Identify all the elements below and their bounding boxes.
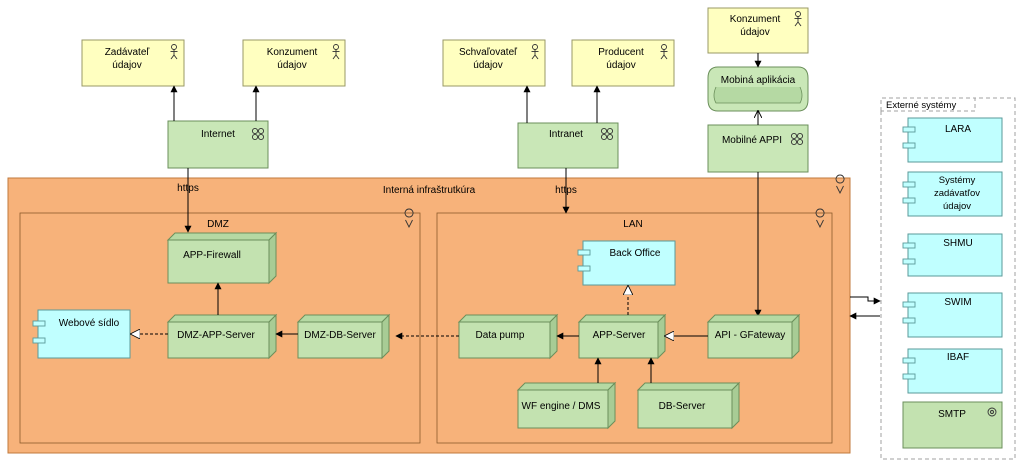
component-icon	[902, 258, 916, 265]
node-dmz-app-server[interactable]: DMZ-APP-Server	[166, 313, 278, 360]
external-systemy[interactable]: Systémy zadávatľov údajov	[902, 171, 1003, 217]
node-app-server[interactable]: APP-Server	[577, 313, 667, 360]
node-label: APP-Server	[593, 330, 646, 341]
external-label: Systémy	[939, 175, 976, 186]
component-icon	[902, 126, 916, 133]
edge-label-https: https	[555, 185, 577, 196]
component-icon	[902, 242, 916, 249]
node-label: APP-Firewall	[183, 250, 241, 261]
actor-zadavatel[interactable]: Zadávateľ údajov	[81, 39, 185, 87]
infrastructure-title: Interná infraštrutkúra	[383, 185, 476, 196]
node-label: API - GFateway	[715, 330, 786, 341]
dmz-title: DMZ	[207, 219, 229, 230]
network-intranet[interactable]: Intranet	[517, 122, 619, 169]
service-icon	[987, 407, 997, 417]
node-label: WF engine / DMS	[522, 401, 601, 412]
location-icon	[404, 208, 414, 229]
svg-text:Konzument: Konzument	[730, 14, 781, 25]
external-lara[interactable]: LARA	[902, 117, 1003, 163]
component-webove-sidlo[interactable]: Webové sídlo	[32, 309, 131, 359]
edge-label-https: https	[177, 183, 199, 194]
component-icon	[902, 373, 916, 380]
component-icon	[902, 181, 916, 188]
external-shmu[interactable]: SHMU	[902, 233, 1003, 277]
svg-text:údajov: údajov	[740, 27, 769, 38]
external-ibaf[interactable]: IBAF	[902, 348, 1003, 394]
component-icon	[902, 142, 916, 149]
external-label: IBAF	[947, 352, 969, 363]
node-api-gateway[interactable]: API - GFateway	[706, 313, 801, 360]
svg-text:údajov: údajov	[606, 60, 635, 71]
svg-text:Producent: Producent	[598, 47, 644, 58]
edge-infra-external	[850, 296, 881, 305]
location-icon	[815, 208, 825, 229]
external-title: Externé systémy	[886, 100, 956, 111]
network-internet[interactable]: Internet	[167, 120, 269, 169]
external-label: SWIM	[944, 297, 971, 308]
node-app-firewall[interactable]: APP-Firewall	[166, 231, 278, 285]
actor-icon	[332, 44, 340, 60]
external-swim[interactable]: SWIM	[902, 292, 1003, 338]
external-label: SMTP	[938, 409, 966, 420]
network-label: Internet	[201, 129, 235, 140]
node-wf-engine[interactable]: WF engine / DMS	[516, 381, 617, 430]
network-mobilne-api[interactable]: Mobilné APPI	[707, 124, 809, 173]
external-label: údajov	[943, 201, 971, 212]
actor-schvalovatel[interactable]: Schvaľovateľ údajov	[442, 39, 546, 87]
lan-title: LAN	[623, 219, 642, 230]
actor-konzument-2[interactable]: Konzument údajov	[707, 7, 809, 54]
svg-text:údajov: údajov	[473, 60, 502, 71]
mobile-app-label: Mobiná aplikácia	[721, 75, 796, 86]
actor-label: údajov	[112, 60, 141, 71]
actor-icon	[531, 44, 539, 60]
node-label: DB-Server	[659, 401, 706, 412]
node-data-pump[interactable]: Data pump	[457, 313, 559, 360]
component-icon	[32, 337, 46, 344]
node-label: Data pump	[476, 330, 525, 341]
actor-producent[interactable]: Producent údajov	[571, 39, 675, 87]
actor-label: Zadávateľ	[105, 47, 151, 58]
dmz-group: DMZ	[19, 208, 421, 444]
location-icon	[835, 174, 845, 195]
component-icon	[902, 357, 916, 364]
svg-text:Schvaľovateľ: Schvaľovateľ	[459, 47, 518, 58]
node-label: DMZ-APP-Server	[177, 330, 255, 341]
network-icon	[600, 127, 614, 141]
actor-icon	[170, 44, 178, 60]
svg-text:Konzument: Konzument	[267, 47, 318, 58]
actor-icon	[794, 11, 802, 27]
component-icon	[577, 265, 591, 272]
component-icon	[32, 320, 46, 327]
external-label: LARA	[945, 124, 971, 135]
component-icon	[902, 301, 916, 308]
lan-group: LAN	[436, 208, 833, 444]
network-label: Mobilné APPI	[722, 135, 782, 146]
node-label: DMZ-DB-Server	[304, 330, 376, 341]
actor-konzument-1[interactable]: Konzument údajov	[242, 39, 346, 87]
component-icon	[577, 249, 591, 256]
component-back-office[interactable]: Back Office	[577, 240, 676, 286]
actor-icon	[660, 44, 668, 60]
external-systems-group: Externé systémy	[880, 97, 1016, 460]
network-label: Intranet	[549, 129, 583, 140]
external-smtp[interactable]: SMTP	[902, 401, 1003, 449]
network-icon	[251, 127, 265, 141]
component-label: Webové sídlo	[59, 318, 120, 329]
node-db-server[interactable]: DB-Server	[636, 381, 741, 430]
network-icon	[790, 132, 804, 146]
component-icon	[902, 317, 916, 324]
node-dmz-db-server[interactable]: DMZ-DB-Server	[296, 313, 391, 360]
component-label: Back Office	[610, 248, 661, 259]
mobile-app[interactable]: Mobiná aplikácia	[707, 66, 809, 112]
external-label: zadávatľov	[934, 188, 980, 199]
component-icon	[902, 197, 916, 204]
external-label: SHMU	[943, 238, 972, 249]
svg-text:údajov: údajov	[277, 60, 306, 71]
